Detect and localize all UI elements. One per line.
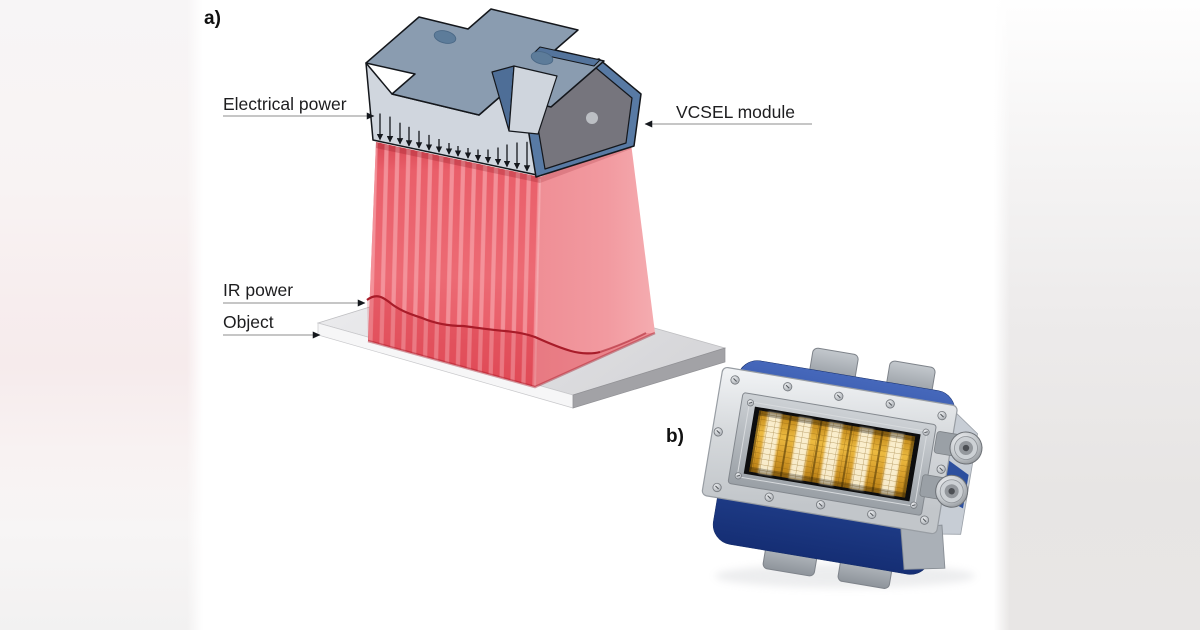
ir-beam-side-face (535, 143, 655, 387)
array-grid (749, 410, 916, 498)
module-edge-sliver (533, 46, 601, 67)
ir-beam-fold-highlight (534, 178, 541, 387)
annotation-vcsel-module: VCSEL module (676, 102, 795, 122)
ir-power-profile-curve-side (599, 332, 647, 353)
background-blur-left (0, 0, 203, 630)
array-bottom-shade (749, 466, 906, 498)
ir-power-profile-curve (366, 295, 601, 355)
power-connectors (919, 431, 983, 508)
annotation-ir-power: IR power (223, 280, 294, 300)
module-notch-light (508, 65, 558, 135)
ir-power-below-profile (367, 296, 655, 387)
annotation-electrical-power: Electrical power (223, 94, 347, 114)
connector (949, 431, 983, 465)
background-blur-right (994, 0, 1200, 630)
module-side-hole (586, 112, 598, 124)
panel-b-label: b) (666, 426, 684, 447)
connector (935, 474, 969, 508)
annotation-object: Object (223, 312, 274, 332)
vcsel-device-photo (701, 347, 983, 589)
beam-top-shade (376, 142, 540, 183)
vcsel-array (749, 410, 916, 498)
ir-beam-front-stripes (368, 142, 540, 387)
vcsel-module-illustration (365, 8, 642, 178)
beam-foot-edge (367, 331, 656, 389)
ir-beam (366, 142, 656, 389)
module-top-hole (433, 30, 457, 44)
leader-lines (223, 112, 812, 339)
panel-a-label: a) (204, 8, 221, 29)
array-top-shade (758, 410, 916, 442)
bezel-inner-lip (736, 401, 928, 507)
object-plate-side (572, 347, 726, 409)
electrical-power-arrows (376, 113, 531, 172)
module-top-hole (530, 51, 554, 65)
